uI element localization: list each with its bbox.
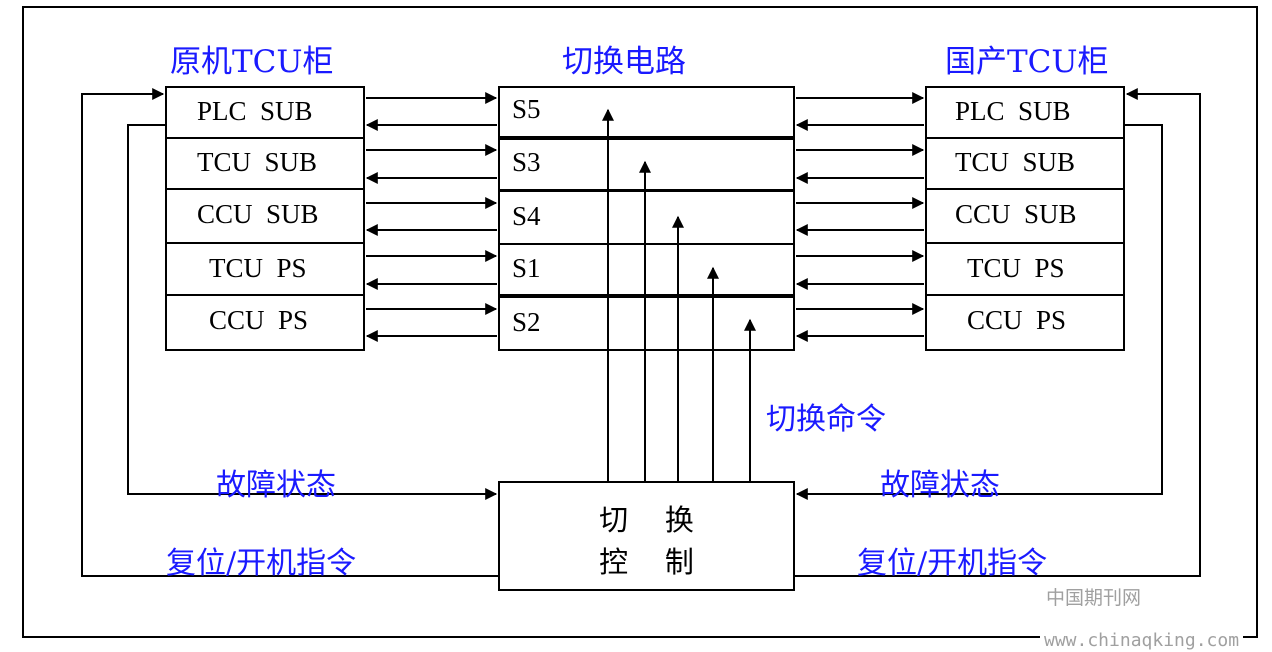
right-ccu-sub: CCU SUB (955, 199, 1077, 229)
switch-divider (500, 189, 793, 192)
switch-s5: S5 (512, 94, 541, 124)
switch-circuit: S5 S3 S4 S1 S2 (498, 86, 795, 351)
right-cabinet-divider (927, 188, 1123, 190)
left-tcu-sub: TCU SUB (197, 147, 318, 177)
switch-s4: S4 (512, 201, 541, 231)
switch-s3: S3 (512, 147, 541, 177)
switch-divider (500, 243, 793, 245)
left-ccu-sub: CCU SUB (197, 199, 319, 229)
left-cabinet: PLC SUB TCU SUB CCU SUB TCU PS CCU PS (165, 86, 365, 351)
switch-circuit-title: 切换电路 (562, 44, 686, 80)
left-cabinet-title: 原机TCU柜 (170, 44, 334, 80)
switch-control-box: 切 换 控 制 (498, 481, 795, 591)
right-plc-sub: PLC SUB (955, 96, 1071, 126)
left-fault-status-label: 故障状态 (216, 468, 336, 503)
left-cabinet-divider (167, 242, 363, 244)
right-cabinet-divider (927, 294, 1123, 296)
outer-frame (22, 6, 1258, 638)
left-cabinet-divider (167, 137, 363, 139)
watermark-cn: 中国期刊网 (1046, 587, 1142, 609)
right-ccu-ps: CCU PS (967, 305, 1067, 335)
switch-s1: S1 (512, 253, 541, 283)
switch-s2: S2 (512, 307, 541, 337)
right-cabinet: PLC SUB TCU SUB CCU SUB TCU PS CCU PS (925, 86, 1125, 351)
right-cabinet-divider (927, 137, 1123, 139)
left-fault-status-line (127, 124, 498, 500)
right-tcu-sub: TCU SUB (955, 147, 1076, 177)
watermark-url: www.chinaqking.com (1040, 630, 1244, 651)
right-reset-command-line (795, 88, 1201, 577)
right-fault-status-line (795, 124, 1163, 500)
left-cabinet-divider (167, 188, 363, 190)
right-tcu-ps: TCU PS (967, 253, 1065, 283)
right-fault-status-label: 故障状态 (880, 468, 1000, 503)
switch-control-label-line1: 切 换 (599, 503, 694, 537)
left-tcu-ps: TCU PS (209, 253, 307, 283)
left-ccu-ps: CCU PS (209, 305, 309, 335)
right-reset-command-label: 复位/开机指令 (857, 546, 1048, 581)
right-cabinet-divider (927, 242, 1123, 244)
switch-command-label: 切换命令 (766, 402, 886, 437)
left-reset-command-line (81, 88, 498, 577)
right-cabinet-title: 国产TCU柜 (945, 44, 1109, 80)
switch-divider (500, 136, 793, 140)
switch-control-label-line2: 控 制 (599, 545, 694, 579)
left-cabinet-divider (167, 294, 363, 296)
left-plc-sub: PLC SUB (197, 96, 313, 126)
switch-divider (500, 294, 793, 298)
left-reset-command-label: 复位/开机指令 (166, 546, 357, 581)
